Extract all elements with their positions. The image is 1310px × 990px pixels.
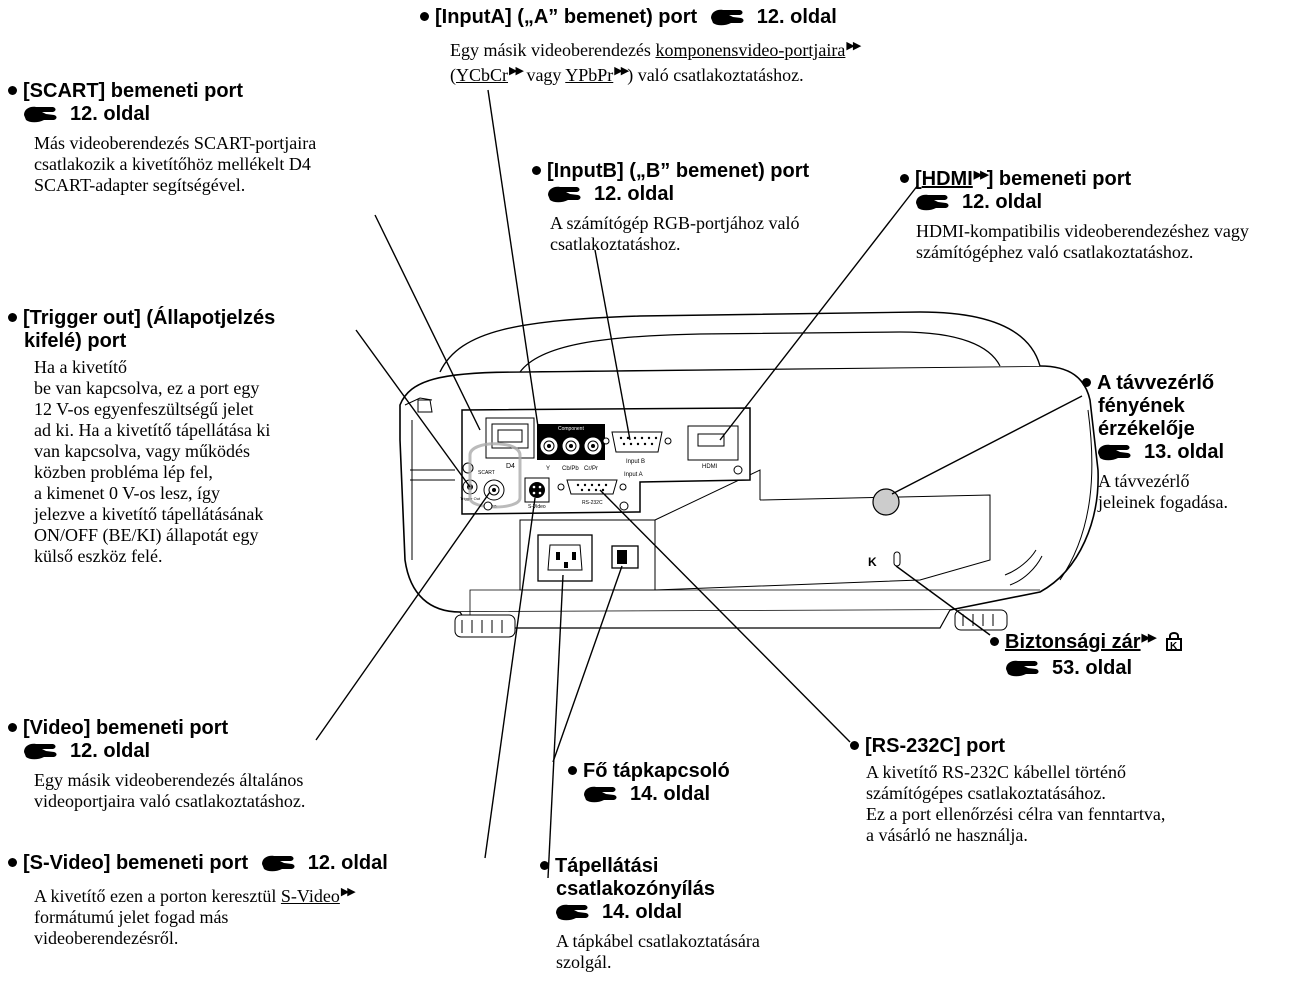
svideo-link[interactable]: S-Video [280,886,340,906]
remote-page-ref[interactable]: 13. oldal [1144,441,1225,463]
video-description: Egy másik videoberendezés általános vide… [34,770,306,811]
video-title: [Video] bemeneti port [23,717,229,739]
bullet-icon [990,637,999,646]
hdmi-description: HDMI-kompatibilis videoberendezéshez vag… [916,221,1249,262]
glossary-arrow-icon: ▶▶ [973,169,989,181]
callout-inputA: [InputA] („A” bemenet) port 12. oldal Eg… [420,6,861,86]
inputA-description: Egy másik videoberendezés komponensvideo… [450,40,861,85]
inputb-label: Input B [626,459,645,465]
bullet-icon [8,86,17,95]
inputA-page-ref[interactable]: 12. oldal [756,6,837,28]
ypbpr-link[interactable]: YPbPr [565,65,614,85]
mainpower-title: Fő tápkapcsoló [583,760,730,782]
mainpower-page-ref[interactable]: 14. oldal [630,783,711,805]
svg-text:K: K [868,555,877,569]
pointing-hand-icon [24,742,58,766]
pointing-hand-icon [584,785,618,809]
connector-panel: D4 SCART Component Y Cb/Pb Cr/Pr Input B… [460,407,751,515]
callout-inputB: [InputB] („B” bemenet) port 12. oldal A … [532,160,809,255]
bullet-icon [568,766,577,775]
pointing-hand-icon [710,8,745,32]
bullet-icon [540,861,549,870]
rs232-panel-label: RS-232C [582,500,603,506]
bullet-icon [8,858,17,867]
svideo-page-ref[interactable]: 12. oldal [307,852,388,874]
pointing-hand-icon [556,903,590,927]
svg-text:K: K [1170,641,1178,651]
trigger-description: Ha a kivetítő be van kapcsolva, ez a por… [34,357,271,566]
security-lock-link[interactable]: Biztonsági zár [1005,631,1141,653]
cbpb-label: Cb/Pb [562,466,579,472]
scart-description: Más videoberendezés SCART-portjaira csat… [34,133,317,195]
video-page-ref[interactable]: 12. oldal [70,740,151,762]
callout-main-power-switch: Fő tápkapcsoló 14. oldal [568,760,730,809]
scart-title: [SCART] bemeneti port [23,80,243,102]
pointing-hand-icon [24,105,58,129]
lock-icon: K [1166,631,1183,657]
hdmi-link[interactable]: HDMI [921,168,973,190]
remote-sensor [872,488,900,516]
pointing-hand-icon [1006,659,1040,683]
remote-description: A távvezérlő jeleinek fogadása. [1098,471,1228,512]
callout-rs232c: [RS-232C] port A kivetítő RS-232C kábell… [850,735,1165,846]
hdmi-panel-label: HDMI [702,464,718,470]
component-video-link[interactable]: komponensvideo-portjaira [655,40,846,60]
glossary-arrow-icon: ▶▶ [509,65,524,77]
bullet-icon [532,166,541,175]
scart-label: SCART [478,470,495,476]
glossary-arrow-icon: ▶▶ [846,40,861,52]
svideo-title: [S-Video] bemeneti port [23,852,249,874]
d4-label: D4 [506,463,515,470]
leader-lines [315,89,1083,879]
bullet-icon [1082,378,1091,387]
powerinlet-page-ref[interactable]: 14. oldal [602,901,683,923]
callout-video: [Video] bemeneti port 12. oldal Egy mási… [8,717,305,812]
glossary-arrow-icon: ▶▶ [340,886,356,898]
glossary-arrow-icon: ▶▶ [614,65,629,77]
pointing-hand-icon [261,854,296,878]
inputB-page-ref[interactable]: 12. oldal [594,183,675,205]
main-power-switch [611,545,639,569]
svideo-label: S-Video [528,504,546,510]
power-inlet [537,534,593,582]
inputB-description: A számítógép RGB-portjához való csatlako… [550,213,800,254]
callout-scart: [SCART] bemeneti port 12. oldal Más vide… [8,80,374,196]
inputA-title: [InputA] („A” bemenet) port [435,6,698,28]
component-label: Component [558,426,584,432]
callout-security-lock: Biztonsági zár▶▶ K 53. oldal [990,627,1183,683]
right-foot [954,609,1008,631]
scart-page-ref[interactable]: 12. oldal [70,103,151,125]
callout-remote-sensor: A távvezérlő fényének érzékelője 13. old… [1082,372,1228,513]
glossary-arrow-icon: ▶▶ [1141,632,1157,644]
svideo-description: A kivetítő ezen a porton keresztül S-Vid… [34,886,356,948]
bullet-icon [8,313,17,322]
security-page-ref[interactable]: 53. oldal [1052,657,1133,679]
bullet-icon [900,174,909,183]
inputB-title: [InputB] („B” bemenet) port [547,160,810,182]
callout-hdmi: [HDMI▶▶] bemeneti port 12. oldal HDMI-ko… [900,164,1310,263]
bullet-icon [8,723,17,732]
pointing-hand-icon [916,193,950,217]
callout-svideo: [S-Video] bemeneti port 12. oldal A kive… [8,852,388,949]
callout-trigger: [Trigger out] (Állapotjelzés kifelé) por… [8,307,275,567]
rs232-title: [RS-232C] port [865,735,1006,757]
y-label: Y [546,466,550,472]
powerinlet-description: A tápkábel csatlakoztatására szolgál. [556,931,760,972]
pointing-hand-icon [548,185,582,209]
hdmi-title: ] bemeneti port [986,168,1132,190]
bullet-icon [420,12,429,21]
inputa-label: Input A [624,472,643,478]
rs232-description: A kivetítő RS-232C kábellel történő szám… [866,762,1166,845]
callout-power-inlet: Tápellátási csatlakozónyílás 14. oldal A… [540,855,760,973]
hdmi-page-ref[interactable]: 12. oldal [962,191,1043,213]
bullet-icon [850,741,859,750]
ycbcr-link[interactable]: YCbCr [456,65,509,85]
left-foot [454,614,516,638]
crpr-label: Cr/Pr [584,466,598,472]
pointing-hand-icon [1098,443,1132,467]
trigger-title-line2: kifelé) port [24,330,127,352]
trigger-title-line1: [Trigger out] (Állapotjelzés [23,307,276,329]
